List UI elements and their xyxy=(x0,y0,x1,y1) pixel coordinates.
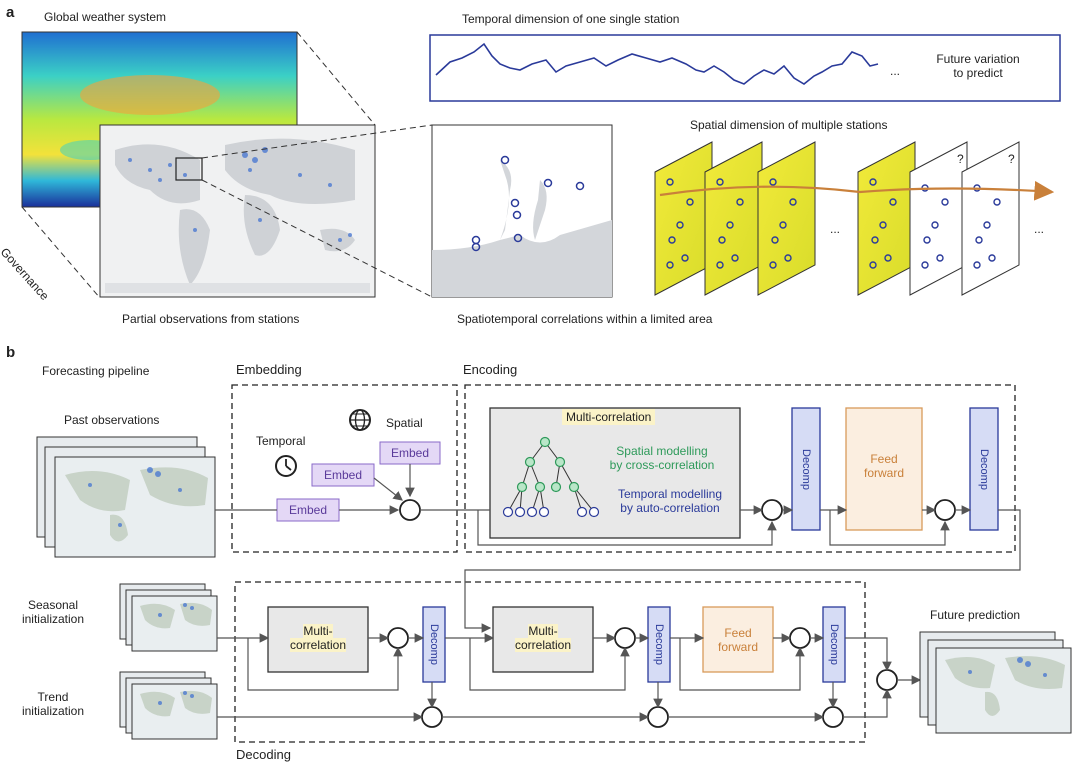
decoder-feed-forward xyxy=(702,606,774,673)
question-mark-2: ? xyxy=(1008,152,1015,166)
encoding-box xyxy=(464,384,1016,553)
seasonal-init-label: Seasonal initialization xyxy=(21,598,85,626)
encoder-flow xyxy=(420,505,1021,633)
spatiotemporal-label: Spatiotemporal correlations within a lim… xyxy=(457,312,713,326)
future-prediction-stack xyxy=(919,631,1072,734)
frames-ellipsis-1: ... xyxy=(830,222,841,236)
embed-box-temporal xyxy=(311,463,375,487)
encoder-decomp-1-label: Decomp xyxy=(800,448,812,490)
decoder-feed-forward-label: Feed forward xyxy=(717,626,758,654)
embed-main-label: Embed xyxy=(288,503,328,517)
panel-b-letter: b xyxy=(6,344,16,361)
embed-spatial-label: Embed xyxy=(390,446,430,460)
decoder-mc-2-label: Multi- correlation xyxy=(514,624,572,652)
embed-temporal-label: Embed xyxy=(323,468,363,482)
encoding-title: Encoding xyxy=(463,362,518,377)
spatial-modelling-label: Spatial modelling by cross-correlation xyxy=(609,444,715,472)
decoder-decomp-3 xyxy=(822,606,846,683)
embedding-title: Embedding xyxy=(236,362,302,377)
decoder-flow xyxy=(217,633,922,722)
spatial-dimension-label: Spatial dimension of multiple stations xyxy=(690,118,888,132)
encoder-feed-forward xyxy=(845,407,923,531)
multi-correlation-encoder-box xyxy=(489,407,741,539)
decoder-decomp-1-label: Decomp xyxy=(428,624,440,665)
future-variation-label: Future variation to predict xyxy=(936,52,1020,80)
embedding-box xyxy=(231,384,458,553)
future-prediction-label: Future prediction xyxy=(930,608,1021,622)
globe-icon xyxy=(349,409,371,431)
panel-a-letter: a xyxy=(6,4,15,21)
governance-connector-lines xyxy=(21,31,376,299)
temporal-series-box xyxy=(429,34,1061,102)
spatial-frames xyxy=(654,141,1055,296)
forecasting-pipeline-label: Forecasting pipeline xyxy=(42,364,150,378)
partial-observations-label: Partial observations from stations xyxy=(122,312,300,326)
frames-ellipsis-2: ... xyxy=(1034,222,1045,236)
encoder-decomp-1 xyxy=(791,407,821,531)
temporal-modelling-label: Temporal modelling by auto-correlation xyxy=(617,487,723,515)
multi-correlation-title: Multi-correlation xyxy=(562,409,656,425)
encoder-decomp-2-label: Decomp xyxy=(978,448,990,490)
decoder-decomp-2 xyxy=(647,606,671,683)
question-mark-1: ? xyxy=(957,152,964,166)
trend-init-stack xyxy=(119,671,218,740)
spatial-label: Spatial xyxy=(386,416,423,430)
zoomed-region-map xyxy=(431,124,613,298)
trend-init-label: Trend initialization xyxy=(21,690,85,718)
encoder-decomp-2 xyxy=(969,407,999,531)
temporal-dimension-label: Temporal dimension of one single station xyxy=(462,12,680,26)
partial-observations-map xyxy=(99,124,376,298)
temporal-label: Temporal xyxy=(256,434,306,448)
decoding-box xyxy=(234,581,866,743)
decoder-decomp-2-label: Decomp xyxy=(653,624,665,665)
past-observations-stack xyxy=(36,436,216,558)
clock-icon xyxy=(275,455,297,477)
past-observations-label: Past observations xyxy=(64,413,160,427)
encoder-feed-forward-label: Feed forward xyxy=(863,452,904,480)
decoder-decomp-3-label: Decomp xyxy=(828,624,840,665)
seasonal-init-stack xyxy=(119,583,218,652)
decoder-decomp-1 xyxy=(422,606,446,683)
global-weather-label: Global weather system xyxy=(44,10,167,24)
embedding-arrows xyxy=(215,464,415,515)
decoding-title: Decoding xyxy=(236,747,291,762)
zoom-connector-lines xyxy=(201,124,433,298)
series-ellipsis: ... xyxy=(890,64,901,78)
decoder-mc-1-label: Multi- correlation xyxy=(289,624,347,652)
